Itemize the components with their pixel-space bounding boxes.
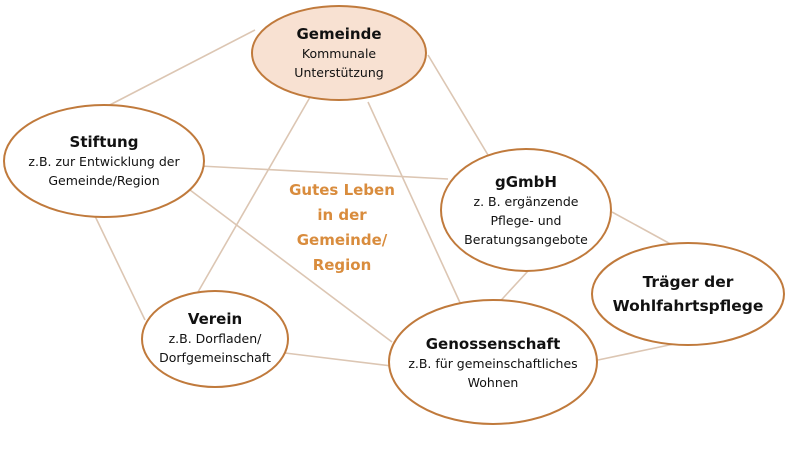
connector-stiftung-verein	[93, 213, 146, 321]
gemeinde-ellipse	[251, 5, 427, 101]
traeger-ellipse	[591, 242, 785, 346]
connector-ggmbh-traeger	[611, 211, 677, 248]
verein-title: Verein	[187, 310, 243, 328]
connector-verein-genossenschaft	[284, 352, 393, 367]
center-label-line-2: in der	[317, 206, 367, 224]
verein-desc-line-1: z.B. Dorfladen/	[168, 331, 262, 346]
gemeinde-desc-line-1: Kommunale	[301, 46, 377, 61]
center-label: Gutes Leben in der Gemeinde/ Region	[262, 178, 422, 278]
ggmbh-title: gGmbH	[495, 172, 557, 191]
stiftung-desc-line-2: Gemeinde/Region	[48, 173, 160, 188]
center-label-line-3: Gemeinde/	[296, 231, 388, 249]
genossenschaft-title: Genossenschaft	[425, 335, 561, 353]
ggmbh-desc-line-1: z. B. ergänzende	[473, 193, 579, 209]
node-stiftung: Stiftung z.B. zur Entwicklung der Gemein…	[6, 122, 202, 200]
traeger-title-line-2: Wohlfahrtspflege	[612, 297, 764, 315]
connector-gemeinde-stiftung	[99, 29, 256, 111]
verein-ellipse	[141, 290, 289, 388]
node-traeger: Träger der Wohlfahrtspflege	[598, 266, 778, 322]
verein-desc-line-2: Dorfgemeinschaft	[159, 350, 271, 365]
center-label-line-1: Gutes Leben	[289, 181, 395, 199]
ggmbh-desc-line-3: Beratungsangebote	[464, 231, 588, 247]
gemeinde-desc-line-2: Unterstützung	[294, 65, 384, 80]
connector-stiftung-ggmbh	[199, 165, 449, 180]
stiftung-ellipse	[3, 104, 205, 218]
ggmbh-desc-line-2: Pflege- und	[490, 212, 562, 228]
ggmbh-ellipse	[440, 148, 612, 272]
node-shapes	[3, 5, 785, 425]
connector-gemeinde-verein	[197, 91, 314, 293]
traeger-title-line-1: Träger der	[642, 273, 734, 291]
center-label-line-4: Region	[312, 256, 372, 274]
genossenschaft-desc-line-1: z.B. für gemeinschaftliches	[408, 356, 578, 371]
node-verein: Verein z.B. Dorfladen/ Dorfgemeinschaft	[146, 297, 284, 379]
stiftung-title: Stiftung	[69, 133, 139, 151]
connector-genossenschaft-traeger	[597, 343, 675, 361]
node-ggmbh: gGmbH z. B. ergänzende Pflege- und Berat…	[448, 162, 604, 258]
connector-gemeinde-ggmbh	[427, 54, 489, 156]
connector-lines	[93, 29, 677, 367]
genossenschaft-desc-line-2: Wohnen	[467, 375, 519, 390]
gemeinde-title: Gemeinde	[296, 25, 382, 43]
genossenschaft-ellipse	[388, 299, 598, 425]
stiftung-desc-line-1: z.B. zur Entwicklung der	[28, 154, 180, 169]
connector-gemeinde-genossenschaft	[367, 101, 463, 308]
node-genossenschaft: Genossenschaft z.B. für gemeinschaftlich…	[392, 322, 594, 404]
connector-stiftung-genossenschaft	[189, 189, 393, 343]
node-gemeinde: Gemeinde Kommunale Unterstützung	[259, 12, 419, 94]
